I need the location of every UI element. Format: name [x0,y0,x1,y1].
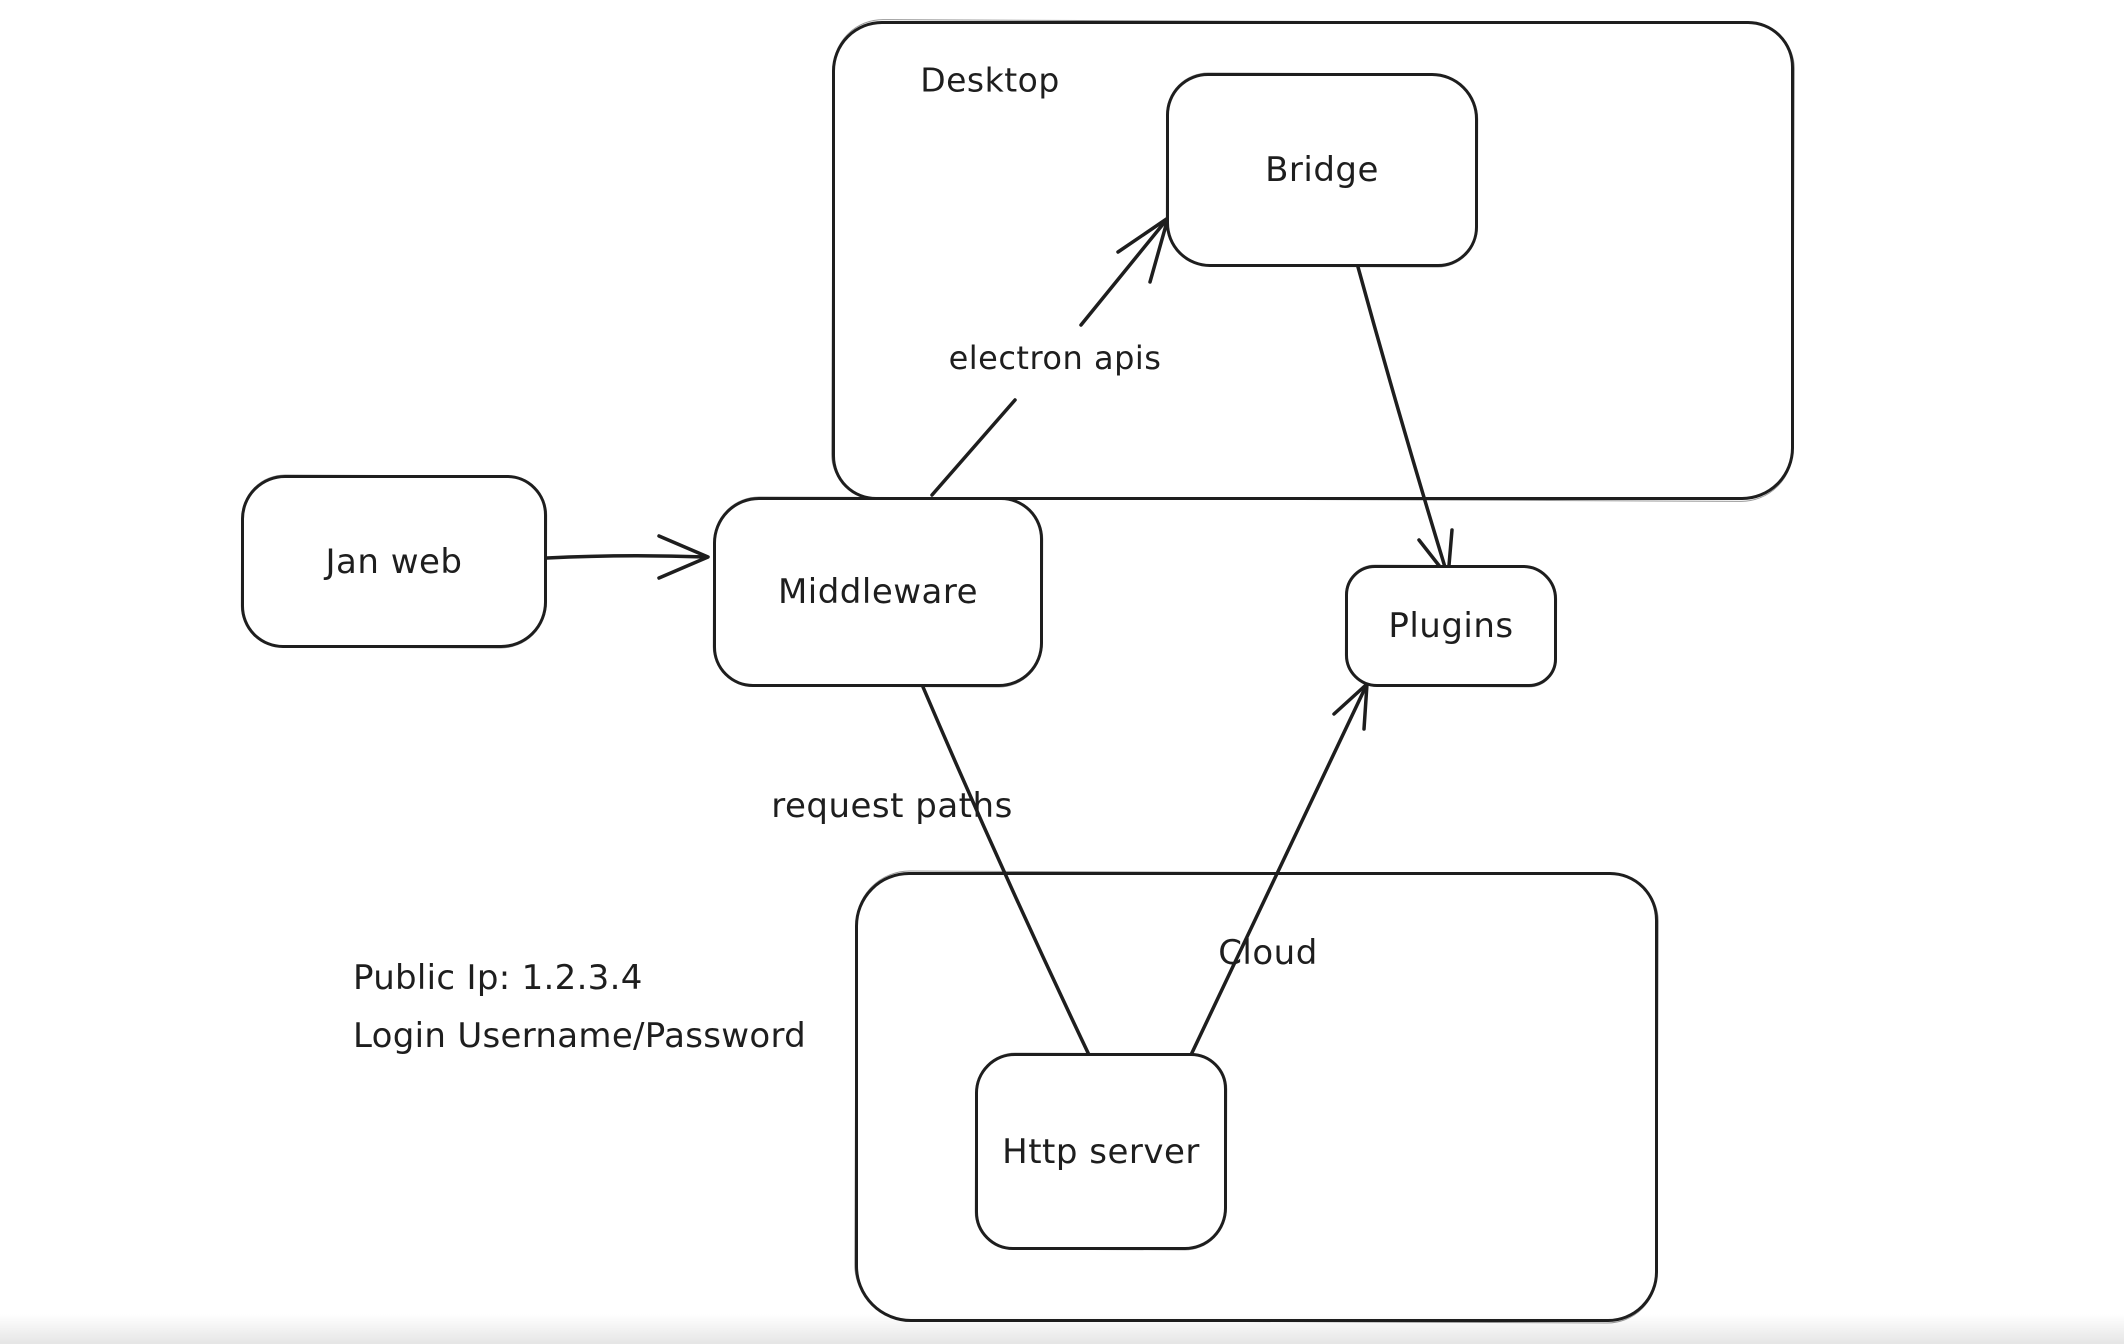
container-desktop[interactable] [832,21,1794,500]
edge-label-request-paths[interactable]: request paths [771,786,1013,826]
node-bridge[interactable]: Bridge [1166,73,1478,267]
node-label: Bridge [1265,150,1379,190]
container-cloud[interactable] [855,872,1658,1322]
arrow-line [930,216,1170,497]
arrow-line [1356,265,1450,579]
line-middleware-to-http-server[interactable] [921,685,1092,1059]
node-label: Plugins [1388,606,1514,646]
node-middleware[interactable]: Middleware [713,497,1043,687]
node-jan-web[interactable]: Jan web [241,475,547,648]
annotation-login-credentials[interactable]: Login Username/Password [353,1016,807,1056]
arrow-bridge-to-plugins[interactable] [1356,265,1454,579]
annotation-public-ip[interactable]: Public Ip: 1.2.3.4 [353,958,643,998]
container-desktop-title[interactable]: Desktop [920,60,1060,100]
edge-label-electron-apis[interactable]: electron apis [938,335,1172,381]
container-cloud-title[interactable]: Cloud [1218,933,1318,973]
arrowhead [657,534,710,580]
node-plugins[interactable]: Plugins [1345,565,1557,687]
arrow-jan-web-to-middleware[interactable] [545,534,710,580]
node-label: Http server [1002,1131,1200,1172]
node-label: Jan web [325,541,463,582]
node-label: Middleware [777,572,979,612]
arrow-http-server-to-plugins[interactable] [1188,682,1369,1059]
arrow-line [545,553,708,560]
line [921,685,1092,1059]
arrow-line [1188,682,1369,1059]
node-http-server[interactable]: Http server [975,1053,1227,1250]
